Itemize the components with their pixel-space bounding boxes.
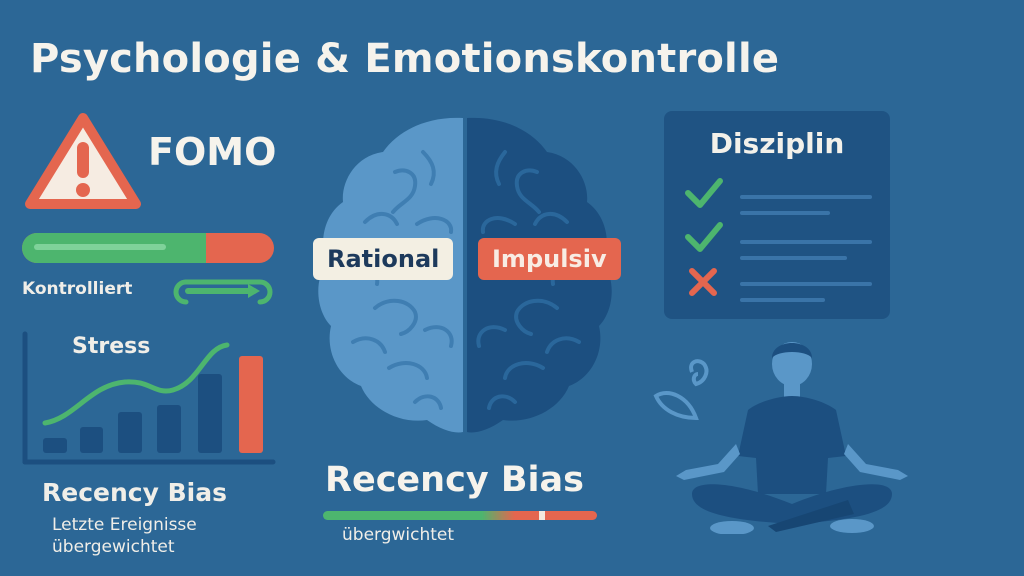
- rational-label: Rational: [313, 238, 454, 280]
- fomo-label: FOMO: [148, 130, 277, 174]
- recency-bias-center-title: Recency Bias: [325, 460, 584, 500]
- recency-bias-center-subtitle: übergwichtet: [342, 525, 455, 545]
- cross-icon: [689, 268, 717, 296]
- page-title: Psychologie & Emotionskontrolle: [30, 36, 780, 82]
- subtitle-line-1: Letzte Ereignisse: [52, 515, 197, 535]
- cycle-arrow-icon: [173, 279, 273, 305]
- check-icon: [685, 222, 723, 252]
- stress-chart: [22, 331, 276, 465]
- stress-label: Stress: [72, 334, 151, 359]
- warning-triangle-icon: [25, 113, 141, 209]
- discipline-title: Disziplin: [709, 127, 845, 160]
- subtitle-line-2: übergewichtet: [52, 537, 175, 557]
- discipline-checklist: [685, 178, 872, 302]
- discipline-card: Disziplin: [664, 111, 890, 319]
- leaf-icon: [653, 359, 709, 421]
- impulsiv-label: Impulsiv: [478, 238, 621, 280]
- kontrolliert-label: Kontrolliert: [22, 279, 133, 299]
- check-icon: [685, 178, 723, 208]
- recency-bias-left-subtitle: Letzte Ereignisse übergewichtet: [52, 514, 197, 558]
- recency-bias-left-title: Recency Bias: [42, 478, 227, 507]
- recency-bias-bar: [323, 511, 597, 520]
- meditating-person-icon: [653, 342, 908, 534]
- fomo-progress-bar: [22, 233, 274, 263]
